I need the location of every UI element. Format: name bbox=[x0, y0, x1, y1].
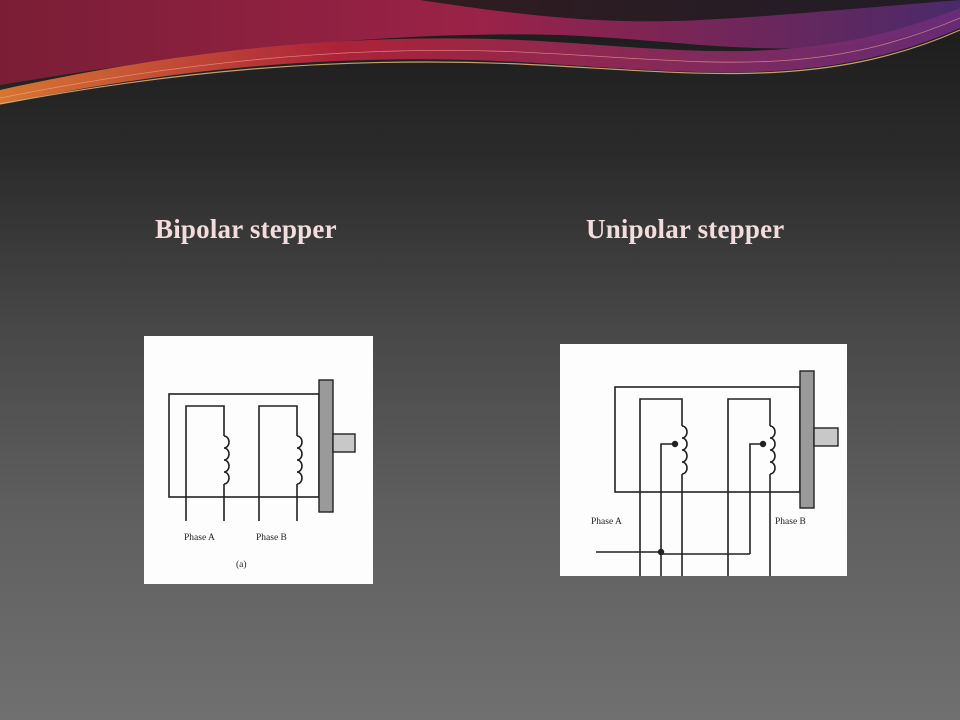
coil-a-winding bbox=[681, 425, 688, 475]
coil-a-winding bbox=[223, 435, 230, 485]
bipolar-phase-a-label: Phase A bbox=[184, 533, 215, 543]
coil-b-winding bbox=[296, 435, 303, 485]
bipolar-diagram-svg: Phase A Phase B (a) bbox=[168, 379, 356, 570]
unipolar-diagram-svg: Phase A Phase B bbox=[591, 370, 839, 576]
motor-shaft bbox=[813, 427, 839, 447]
coil-b-loop bbox=[727, 398, 771, 576]
bipolar-phase-b-label: Phase B bbox=[256, 533, 287, 543]
coil-a-center-tap bbox=[660, 443, 675, 576]
coil-b-winding bbox=[769, 425, 776, 475]
common-junction-node bbox=[657, 548, 665, 556]
bipolar-caption: Bipolar stepper bbox=[155, 214, 337, 244]
unipolar-diagram: Phase A Phase B bbox=[560, 344, 847, 576]
unipolar-phase-a-label: Phase A bbox=[591, 517, 622, 527]
motor-flange bbox=[799, 370, 815, 509]
banner-top-band bbox=[0, 0, 960, 85]
center-tap-node-a bbox=[671, 440, 679, 448]
motor-flange bbox=[318, 379, 334, 513]
coil-b-loop bbox=[258, 405, 298, 521]
bipolar-diagram: Phase A Phase B (a) bbox=[144, 336, 373, 584]
banner-dark-swoosh bbox=[420, 0, 960, 22]
bipolar-figure-tag: (a) bbox=[236, 559, 247, 570]
banner-thin-line bbox=[0, 17, 960, 99]
coil-a-loop bbox=[639, 398, 683, 576]
banner-highlight-line bbox=[0, 29, 960, 105]
banner-color-band bbox=[0, 8, 960, 104]
center-tap-node-b bbox=[759, 440, 767, 448]
unipolar-phase-b-label: Phase B bbox=[775, 517, 806, 527]
decorative-banner bbox=[0, 0, 960, 105]
coil-b-center-tap bbox=[749, 443, 763, 554]
unipolar-caption: Unipolar stepper bbox=[586, 214, 785, 244]
motor-shaft bbox=[332, 433, 356, 453]
coil-a-loop bbox=[185, 405, 225, 521]
